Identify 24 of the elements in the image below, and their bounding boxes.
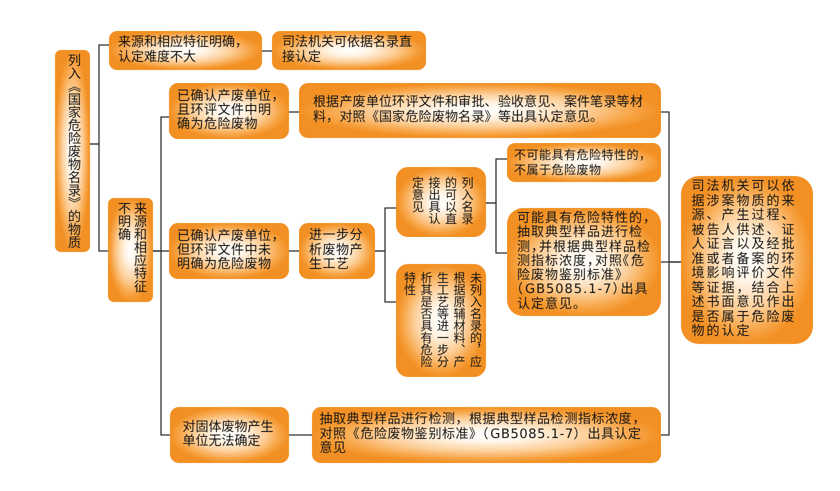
process-box: 来源和相应特征不明确	[108, 198, 153, 302]
process-box: 根据产废单位环评文件和审批、验收意见、案件笔录等材料，对照《国家危险废物名录》等出具认定意见。	[299, 83, 661, 138]
connector-line	[661, 261, 681, 436]
connector-line	[262, 50, 272, 52]
process-box: 列入名录的可以直接出具认定意见	[396, 167, 486, 237]
connector-line	[90, 143, 108, 252]
process-box: 已确认产废单位，但环评文件中未明确为危险废物	[169, 223, 289, 279]
process-box: 不可能具有危险特性的，不属于危险废物	[507, 143, 661, 182]
connector-line	[289, 250, 299, 252]
connector-line	[375, 250, 396, 303]
process-box: 对固体废物产生单位无法确定	[170, 407, 289, 463]
process-box: 司法机关可依据名录直接认定	[272, 31, 426, 70]
process-box: 未列入名录的，应根据原辅材料、产生工艺等进一步分析其是否具有危险特性	[396, 264, 486, 377]
process-box: 来源和相应特征明确，认定难度不大	[109, 31, 262, 70]
connector-line	[486, 202, 507, 254]
connector-line	[153, 250, 170, 436]
process-box: 抽取典型样品进行检测，根据典型样品检测指标浓度，对照《危险废物鉴别标准》（GB5085.1-7）出具认定意见	[312, 407, 661, 463]
process-box: 列入《国家危险废物名录》的物质	[55, 50, 90, 252]
connector-line	[289, 434, 312, 436]
process-box: 已确认产废单位，且环评文件中明确为危险废物	[169, 83, 289, 139]
connector-line	[289, 111, 299, 113]
process-box: 司法机关可以依据涉案物质的来源、产生过程、被告人供述、证人证言以及经批准或者备案的环境影响评价文件等证据，结合上述书面意见作出是否属于危险废物的认定	[681, 176, 813, 344]
process-box: 进一步分析废物产生工艺	[299, 223, 375, 279]
process-box: 可能具有危险特性的，抽取典型样品进行检测，并根据典型样品检测指标浓度，对照《危险废物鉴别标准》（GB5085.1-7）出具认定意见。	[507, 208, 661, 316]
